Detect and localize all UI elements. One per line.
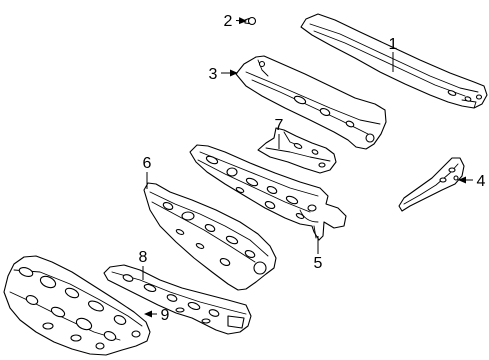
part-3-outline <box>235 55 387 150</box>
part-1-detail <box>313 30 466 97</box>
part-1-hole <box>447 90 457 96</box>
part-5-hole <box>264 201 276 209</box>
part-3-detail <box>245 71 381 125</box>
part-5-hole <box>235 186 245 194</box>
part-5-detail <box>313 225 317 239</box>
part-7 <box>257 127 337 174</box>
part-8-hole <box>208 309 220 317</box>
part-5-hole <box>205 155 219 165</box>
part-9-hole <box>39 275 57 289</box>
callout-4: 4 <box>477 173 486 190</box>
part-5-hole <box>307 204 317 212</box>
part-6-hole <box>225 235 239 245</box>
part-4-hole <box>453 175 459 181</box>
part-3-hole <box>319 108 331 116</box>
part-5-hole <box>226 167 238 177</box>
part-4-hole <box>448 167 456 173</box>
callout-7: 7 <box>275 117 284 134</box>
part-9-hole <box>70 334 82 342</box>
part-9-hole <box>50 306 66 318</box>
part-9-hole <box>95 342 105 350</box>
part-4 <box>398 157 465 212</box>
part-7-hole <box>311 149 319 155</box>
part-5-detail <box>299 209 319 223</box>
callout-5: 5 <box>314 255 323 272</box>
part-7-outline <box>257 127 337 174</box>
part-3 <box>235 55 387 150</box>
callout-6: 6 <box>143 155 152 172</box>
callout-labels: 1 2 3 4 5 6 7 8 9 <box>139 13 486 324</box>
part-9 <box>3 255 151 356</box>
part-6-hole <box>175 228 185 236</box>
callout-1: 1 <box>389 36 398 53</box>
part-9-hole <box>25 295 39 305</box>
part-6-hole <box>195 242 205 250</box>
part-5-hole <box>295 212 305 220</box>
part-9-hole <box>113 315 127 325</box>
part-1-hole <box>475 94 483 100</box>
part-6-hole <box>181 211 195 221</box>
part-9-hole <box>42 322 54 330</box>
part-7-hole <box>318 162 326 168</box>
callout-2: 2 <box>224 13 233 30</box>
part-6-hole <box>253 261 267 275</box>
part-5-hole <box>285 195 299 205</box>
part-8-hole <box>201 318 211 324</box>
part-8-pocket <box>227 315 245 329</box>
part-2 <box>244 16 257 26</box>
part-6-detail <box>149 191 269 257</box>
part-8-outline <box>103 264 252 335</box>
part-8-hole <box>143 283 157 293</box>
part-7-hole <box>293 142 303 150</box>
part-4-hole <box>439 177 447 183</box>
part-6 <box>143 182 277 291</box>
part-8-hole <box>187 301 201 311</box>
part-4-outline <box>398 157 465 212</box>
part-5 <box>189 144 347 241</box>
part-5-detail <box>199 151 319 197</box>
part-3-hole <box>293 95 307 105</box>
part-8-detail <box>111 271 247 315</box>
leader-lines <box>142 17 473 318</box>
part-3-hole <box>365 133 375 143</box>
part-9-hole <box>103 331 117 341</box>
part-8-hole <box>166 294 178 302</box>
part-6-hole <box>244 250 256 258</box>
part-5-detail <box>197 159 311 213</box>
callout-3: 3 <box>209 66 218 83</box>
part-6-outline <box>143 182 277 291</box>
part-9-detail <box>13 269 143 327</box>
part-9-hole <box>18 266 34 278</box>
part-9-hole <box>75 317 93 331</box>
part-5-hole <box>266 186 278 194</box>
part-6-detail <box>151 201 256 263</box>
leader-2 <box>235 17 247 25</box>
part-3-hole <box>258 60 266 68</box>
part-2-head <box>247 16 257 26</box>
part-9-hole <box>64 287 80 299</box>
part-1-hole <box>464 96 472 102</box>
part-8-hole <box>122 274 134 282</box>
part-5-hole <box>245 177 259 187</box>
callout-9: 9 <box>161 307 170 324</box>
part-9-hole <box>131 330 141 338</box>
part-6-hole <box>219 258 231 266</box>
part-6-hole <box>162 202 174 210</box>
part-1 <box>300 13 488 109</box>
part-8 <box>103 264 252 335</box>
part-8-hole <box>175 307 185 313</box>
part-7-detail <box>265 147 331 162</box>
part-1-detail <box>309 23 479 93</box>
part-3-hole <box>345 120 355 128</box>
part-6-hole <box>204 224 216 232</box>
callout-8: 8 <box>139 249 148 266</box>
part-9-hole <box>88 300 104 312</box>
